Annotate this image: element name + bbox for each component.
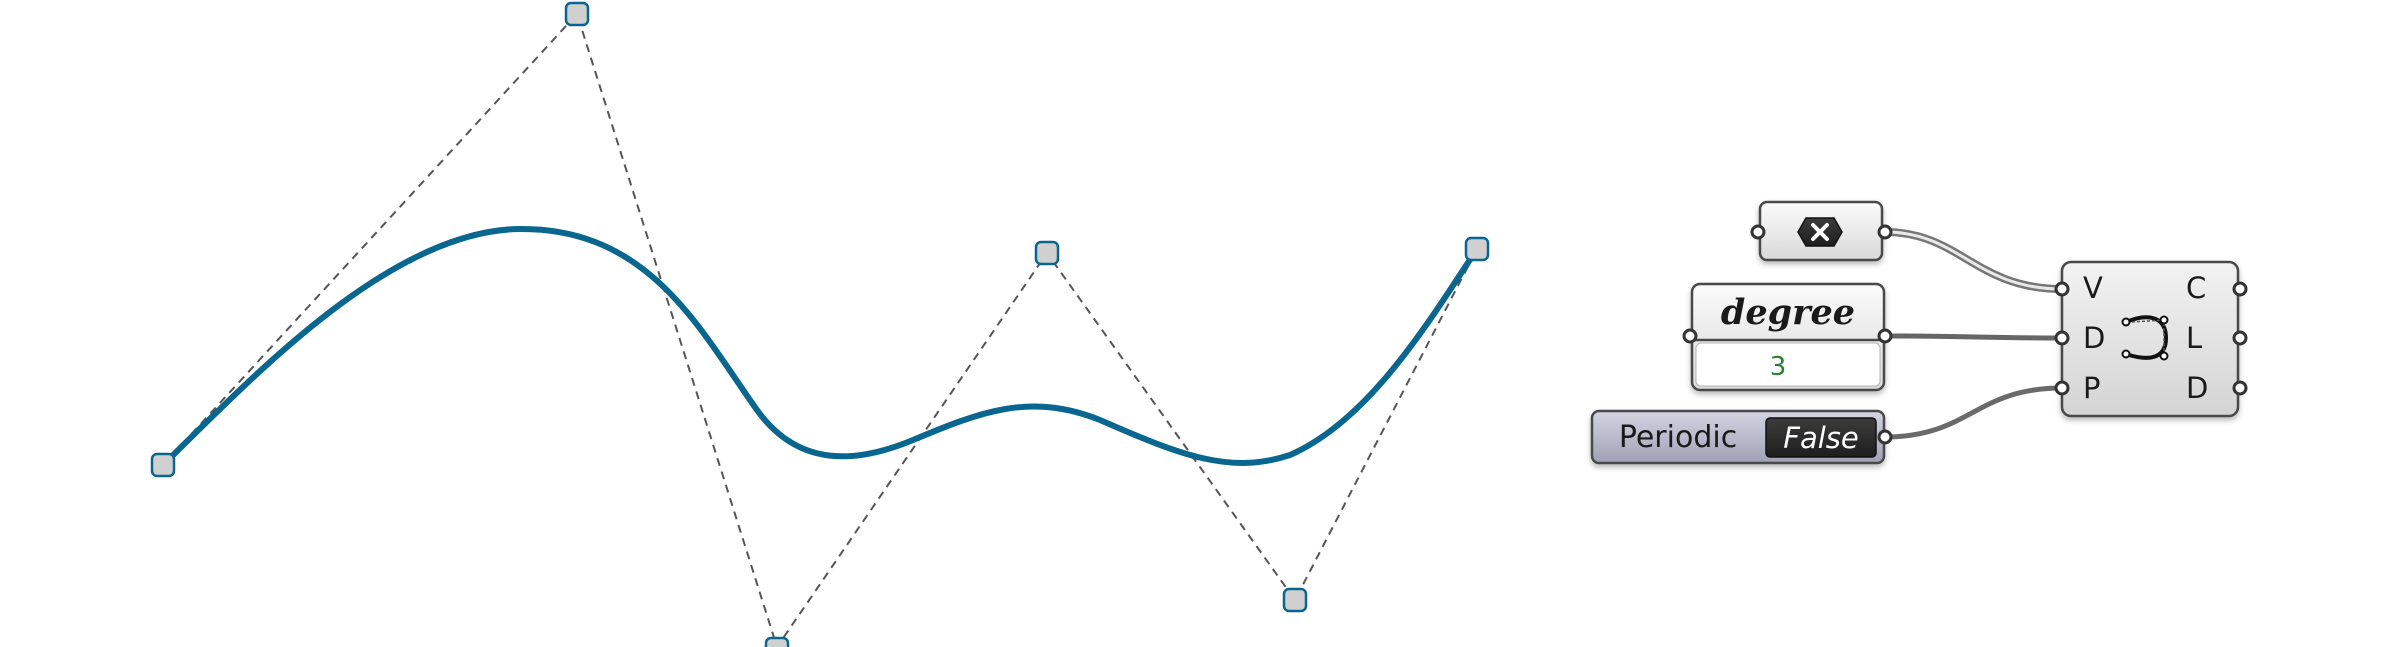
output-d-grip[interactable] [2232,380,2248,396]
degree-input-grip[interactable] [1682,328,1698,344]
periodic-output-grip[interactable] [1877,429,1893,445]
periodic-label: Periodic [1619,420,1737,455]
control-point[interactable] [1464,236,1490,262]
points-node-output-grip[interactable] [1877,224,1893,240]
degree-title: degree [1721,292,1855,333]
input-v-label: V [2083,271,2103,305]
wires [1881,228,2066,440]
nurbs-curve [160,225,1480,468]
periodic-value[interactable]: False [1783,421,1858,455]
control-polygon [162,12,1478,647]
wire-degree-to-d [1882,333,2065,341]
input-v-grip[interactable] [2054,281,2070,297]
nurbs-curve-icon [2121,315,2169,361]
control-point[interactable] [764,636,790,647]
output-c-label: C [2186,271,2206,305]
input-d-label: D [2083,321,2105,355]
input-p-grip[interactable] [2054,380,2070,396]
input-d-grip[interactable] [2054,330,2070,346]
wire-periodic-to-p [1882,385,2065,440]
control-points[interactable] [150,1,1490,647]
output-l-grip[interactable] [2232,330,2248,346]
input-p-label: P [2083,371,2101,405]
wire-points-to-v [1881,228,2066,293]
degree-value[interactable]: 3 [1770,352,1787,382]
output-c-grip[interactable] [2232,281,2248,297]
points-hex-icon [1797,217,1843,247]
control-point[interactable] [150,452,176,478]
degree-output-grip[interactable] [1877,328,1893,344]
points-node-input-grip[interactable] [1750,224,1766,240]
periodic-value-box[interactable] [1765,417,1877,458]
control-point[interactable] [564,1,590,27]
control-point[interactable] [1034,240,1060,266]
output-l-label: L [2186,321,2202,355]
output-d-label: D [2186,371,2208,405]
control-point[interactable] [1282,587,1308,613]
